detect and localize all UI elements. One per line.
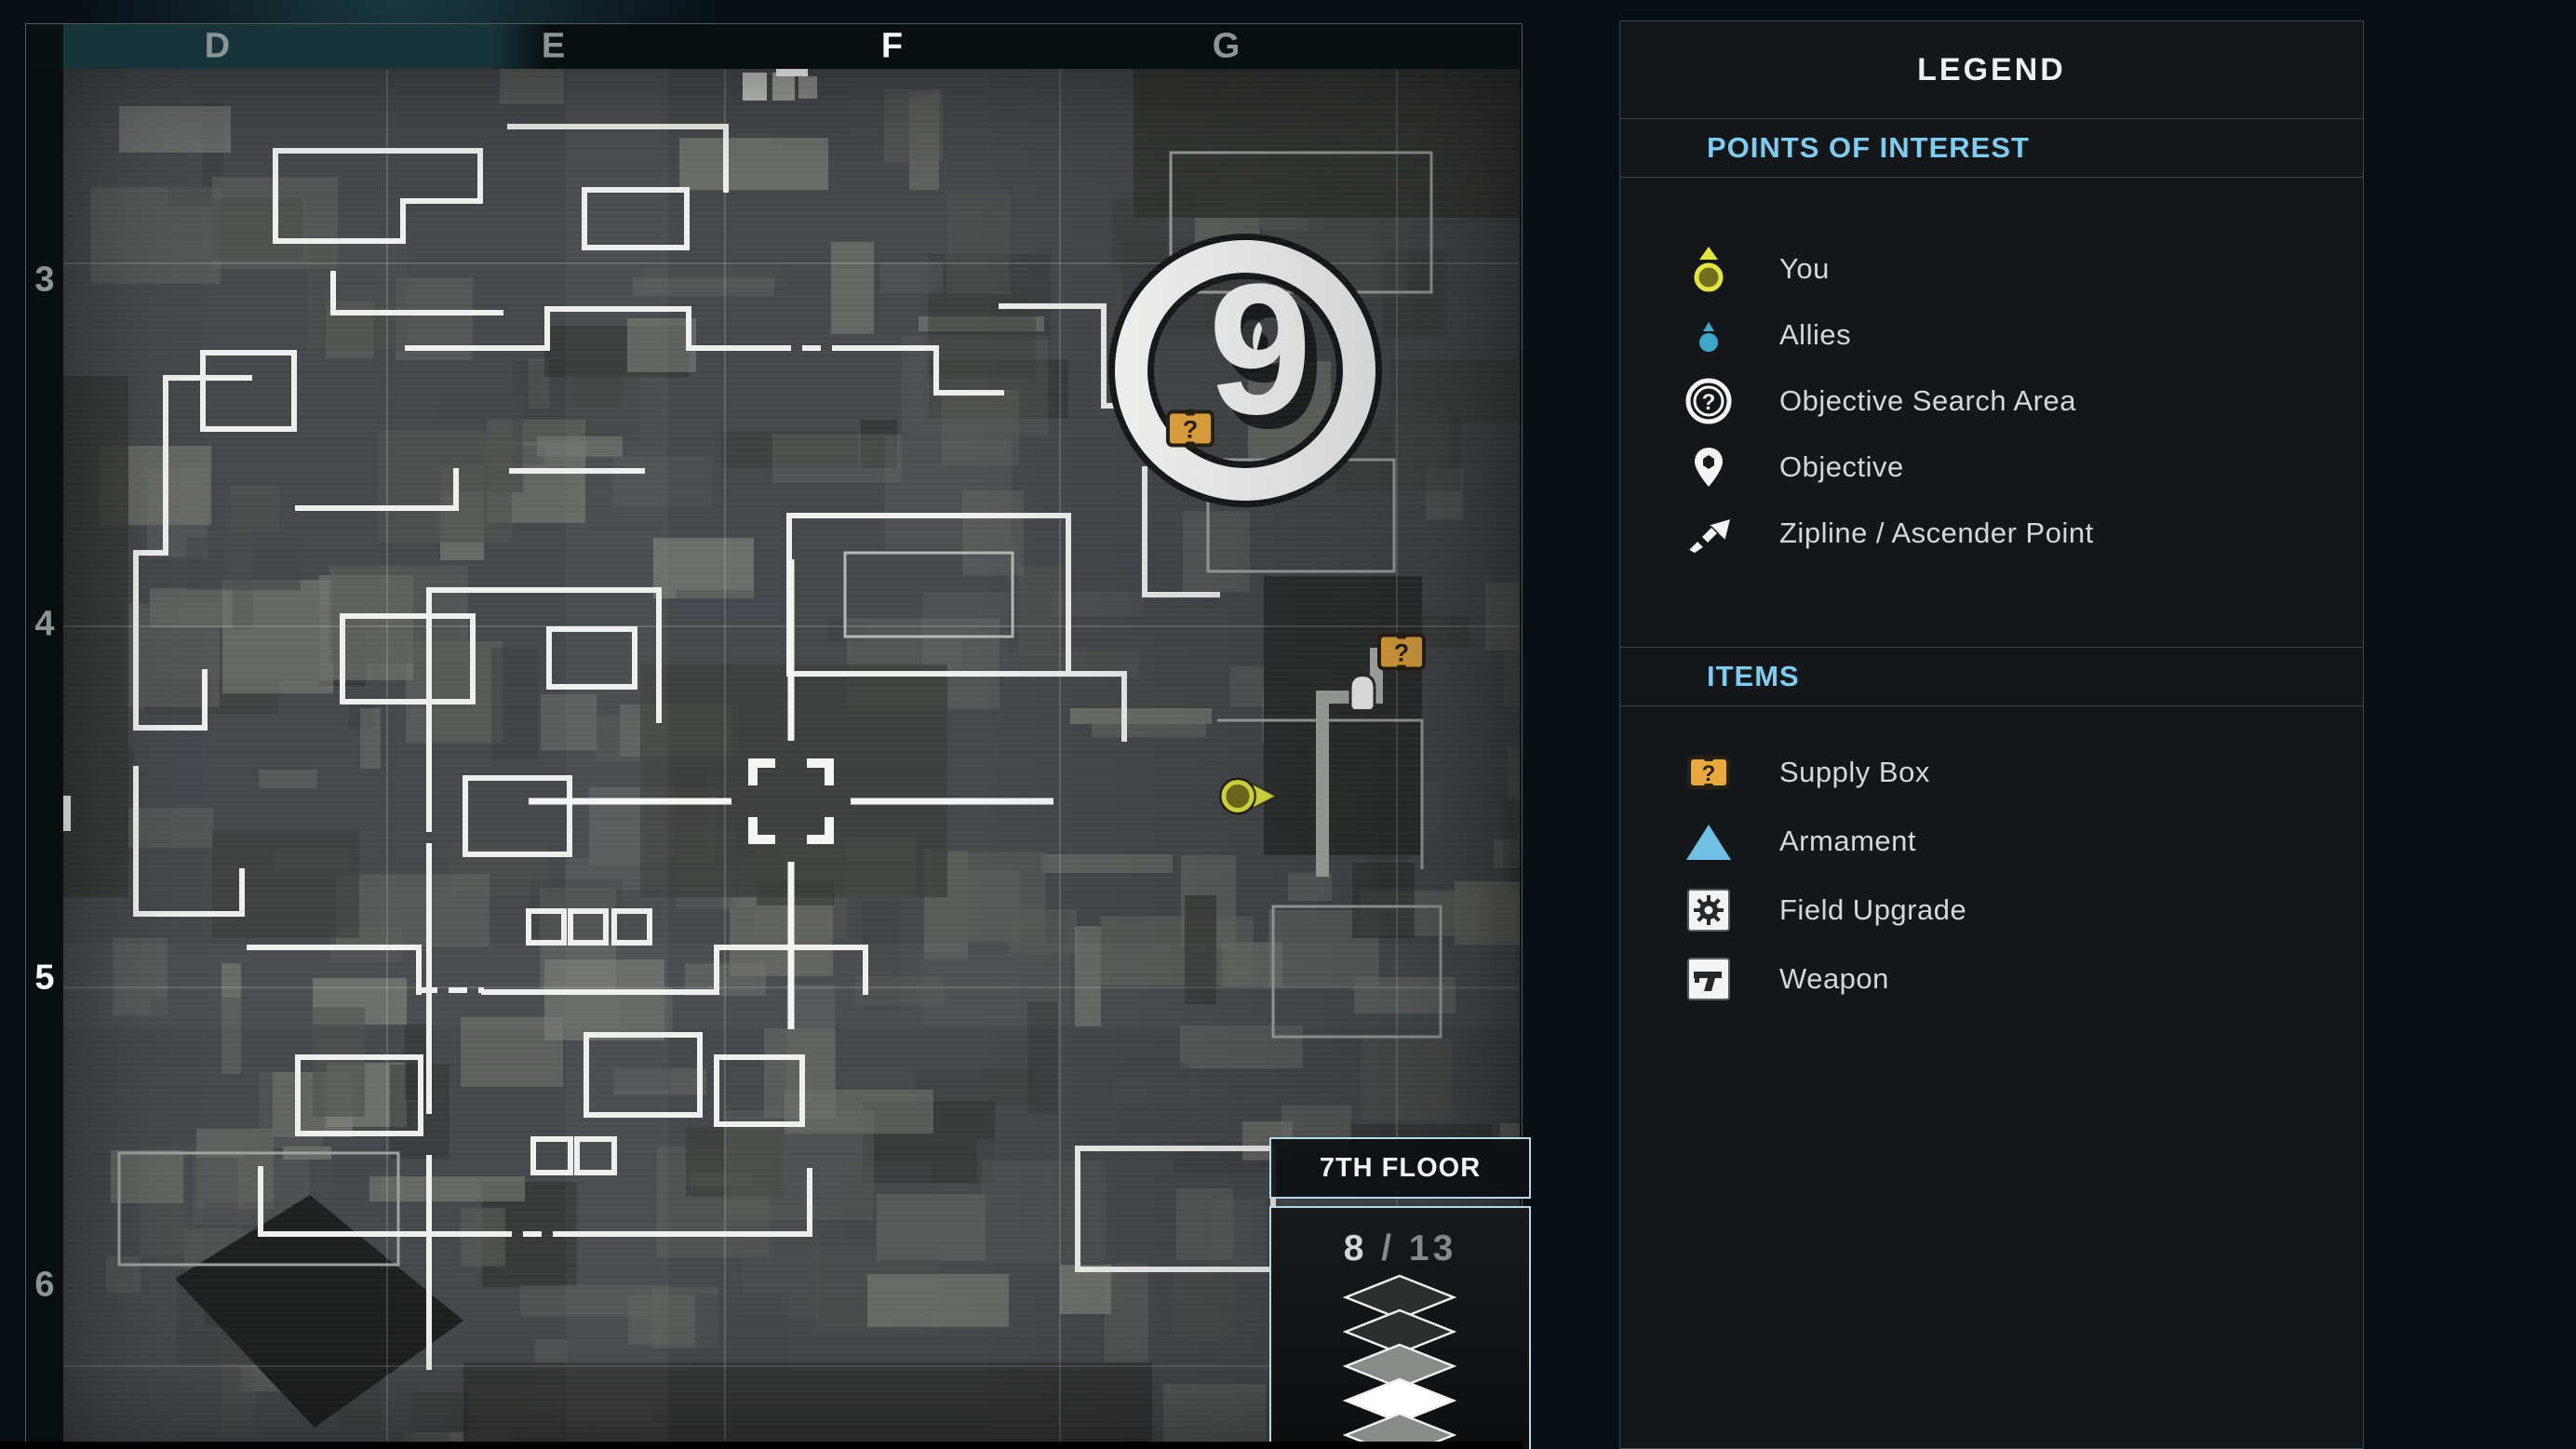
armament-icon bbox=[1679, 821, 1738, 862]
legend-item-weapon: Weapon bbox=[1620, 945, 2363, 1013]
allies-icon bbox=[1679, 315, 1738, 355]
floor-layers-diagram bbox=[1342, 1274, 1457, 1449]
field-upgrade-icon bbox=[1679, 889, 1738, 932]
player-icon bbox=[1219, 777, 1279, 815]
legend-item-label: You bbox=[1779, 251, 1830, 285]
inner-walls bbox=[843, 551, 1014, 638]
legend-item-label: Objective bbox=[1779, 449, 1904, 483]
section-header-items: ITEMS bbox=[1707, 660, 1800, 692]
grid-row-label: 5 bbox=[34, 958, 55, 998]
svg-text:?: ? bbox=[1394, 639, 1410, 667]
grid-column-label: F bbox=[880, 26, 905, 66]
grid-column-band: D E F G bbox=[26, 24, 1522, 69]
rooftop-blocks bbox=[119, 73, 817, 153]
legend-item-label: Zipline / Ascender Point bbox=[1779, 516, 2094, 549]
legend-item-objective: Objective bbox=[1620, 434, 2363, 500]
divider bbox=[1620, 177, 2363, 178]
objective-marker bbox=[1346, 671, 1379, 718]
weapon-icon bbox=[1679, 958, 1738, 1000]
spacer bbox=[1620, 566, 2363, 647]
legend-item-you: You bbox=[1620, 235, 2363, 302]
grid-column-label: G bbox=[1212, 26, 1241, 66]
grid-row-band: 3 4 5 6 bbox=[26, 24, 63, 1442]
legend-item-armament: Armament bbox=[1620, 807, 2363, 876]
legend-item-label: Objective Search Area bbox=[1779, 383, 2076, 417]
divider bbox=[1620, 705, 2363, 706]
grid-row-label: 4 bbox=[34, 604, 55, 644]
supply-box-icon: ? bbox=[1679, 754, 1738, 791]
player-column-tick bbox=[776, 69, 808, 76]
supply-box-marker: ? bbox=[1164, 408, 1216, 455]
objective-icon bbox=[1679, 445, 1738, 490]
section-header-poi: POINTS OF INTEREST bbox=[1707, 131, 2030, 164]
legend-item-allies: Allies bbox=[1620, 302, 2363, 368]
objective-search-area-marker: 9 bbox=[1115, 240, 1375, 501]
divider bbox=[1620, 647, 2363, 648]
legend-title: LEGEND bbox=[1917, 51, 2066, 87]
crosshair bbox=[529, 559, 1053, 1029]
supply-box-marker: ? bbox=[1375, 631, 1428, 678]
floor-indicator[interactable]: 8 / 13 bbox=[1269, 1206, 1531, 1449]
legend-item-label: Allies bbox=[1779, 317, 1852, 351]
svg-text:?: ? bbox=[1702, 390, 1716, 415]
objective-number: 9 bbox=[1208, 246, 1312, 453]
legend-item-supply-box: ? Supply Box bbox=[1620, 738, 2363, 807]
legend-item-label: Field Upgrade bbox=[1779, 893, 1967, 926]
legend-item-objective-search-area: ? Objective Search Area bbox=[1620, 368, 2363, 434]
floor-indicator-title: 7TH FLOOR bbox=[1269, 1137, 1531, 1199]
outbuilding-walls bbox=[117, 151, 1442, 1267]
divider bbox=[1620, 118, 2363, 119]
you-icon bbox=[1679, 244, 1738, 294]
legend-item-label: Weapon bbox=[1779, 962, 1889, 995]
legend-item-zipline: Zipline / Ascender Point bbox=[1620, 500, 2363, 566]
objective-bag-icon bbox=[1348, 673, 1376, 712]
svg-text:?: ? bbox=[1702, 761, 1716, 786]
floor-name: 7TH FLOOR bbox=[1319, 1152, 1482, 1183]
zipline-icon bbox=[1679, 511, 1738, 556]
grid-row-label: 3 bbox=[34, 260, 55, 300]
map-panel: D E F G 3 4 5 6 bbox=[25, 23, 1531, 1449]
grid-column-label: E bbox=[541, 26, 567, 66]
legend-item-label: Armament bbox=[1779, 825, 1916, 857]
legend-panel: LEGEND POINTS OF INTEREST You Allies bbox=[1619, 20, 2364, 1449]
legend-item-label: Supply Box bbox=[1779, 756, 1930, 788]
player-row-tick bbox=[63, 796, 71, 831]
svg-text:?: ? bbox=[1183, 416, 1199, 444]
player-marker bbox=[1199, 776, 1279, 822]
items-list: ? Supply Box Armament bbox=[1620, 738, 2363, 1013]
grid-column-label: D bbox=[204, 26, 232, 66]
legend-item-field-upgrade: Field Upgrade bbox=[1620, 876, 2363, 945]
bottom-bar bbox=[0, 1442, 1523, 1449]
grid-row-label: 6 bbox=[34, 1265, 55, 1305]
floor-progress: 8 / 13 bbox=[1343, 1228, 1457, 1268]
objective-search-area-icon: ? bbox=[1679, 376, 1738, 426]
poi-list: You Allies ? Objective Search Area bbox=[1620, 235, 2363, 566]
supply-box-icon: ? bbox=[1166, 409, 1214, 449]
supply-box-icon: ? bbox=[1377, 632, 1426, 672]
door-openings bbox=[419, 345, 836, 1237]
